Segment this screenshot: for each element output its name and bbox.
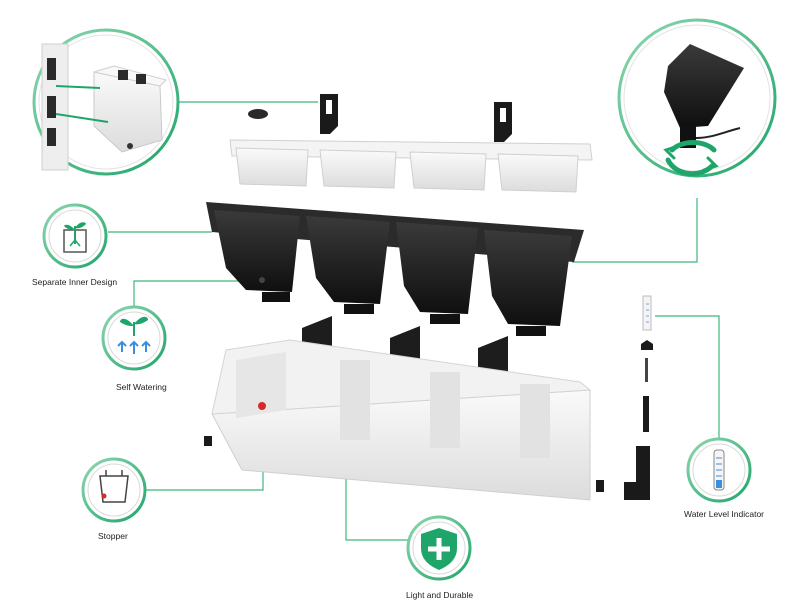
wall-rail-assembly: [229, 94, 593, 193]
wall-mount-detail-callout: [32, 28, 180, 176]
water-level-indicator-badge: [686, 437, 752, 503]
callout-line-rotate: [572, 198, 698, 263]
callout-line-water-level: [655, 315, 720, 449]
separate-inner-design-badge: [42, 203, 108, 269]
light-and-durable-badge: [406, 515, 472, 581]
pot-with-stopper-icon: [99, 470, 129, 503]
stopper-label: Stopper: [98, 531, 128, 541]
rotate-arrows-icon: [663, 140, 719, 177]
inner-pots-row: [206, 202, 584, 336]
light-and-durable-label: Light and Durable: [406, 590, 474, 600]
stopper-badge: [81, 457, 147, 523]
gauge-tube-icon: [713, 449, 725, 491]
water-level-parts: [624, 295, 653, 500]
rotate-detail-callout: [617, 18, 777, 178]
sprout-in-pot-icon: [63, 222, 87, 253]
water-level-indicator-label: Water Level Indicator: [684, 509, 764, 519]
stopper-plug: [258, 402, 266, 410]
self-watering-label: Self Watering: [116, 382, 167, 392]
sprout-water-arrows-icon: [117, 316, 151, 354]
callout-line-light: [345, 460, 414, 541]
shield-plus-icon: [421, 528, 457, 570]
separate-inner-design-label: Separate Inner Design: [32, 277, 118, 287]
reservoir-base: [204, 339, 604, 501]
self-watering-badge: [101, 305, 167, 371]
